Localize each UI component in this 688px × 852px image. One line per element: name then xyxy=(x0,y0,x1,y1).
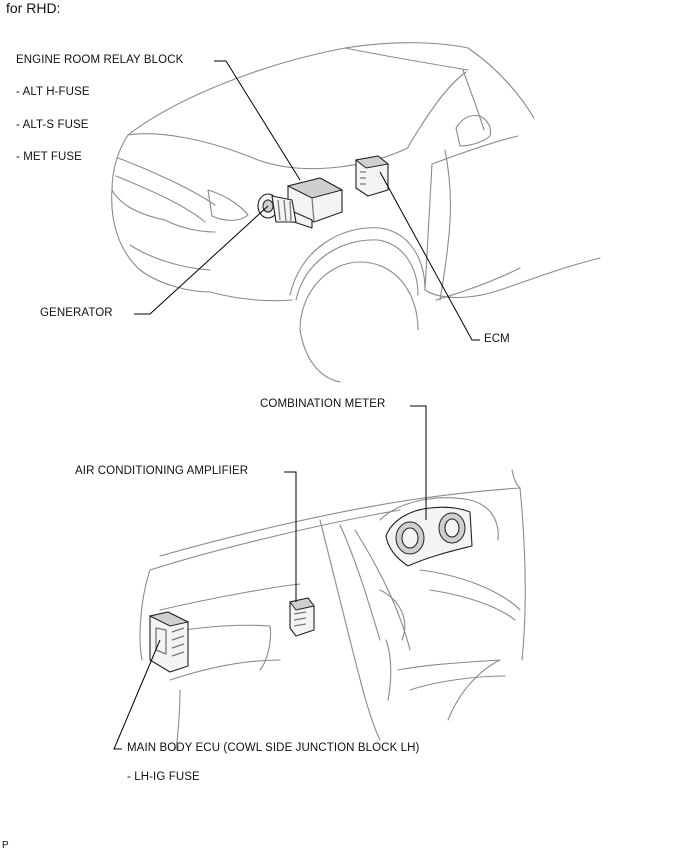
ecm-part xyxy=(354,155,390,197)
relay-block-label: ENGINE ROOM RELAY BLOCK xyxy=(16,54,184,66)
relay-block-leader xyxy=(214,60,301,181)
combination-meter-part xyxy=(385,506,473,567)
main-body-ecu-leader xyxy=(113,639,161,750)
relay-block-part xyxy=(286,177,344,229)
generator-label: GENERATOR xyxy=(40,307,113,319)
main-body-ecu-part xyxy=(148,611,190,673)
fuse-met-label: - MET FUSE xyxy=(16,151,82,163)
vehicle-body-outline xyxy=(111,42,601,383)
ac-amplifier-part xyxy=(289,597,315,637)
figure-code: P xyxy=(2,840,9,851)
combination-meter-leader xyxy=(410,405,427,520)
fuse-alt-s-label: - ALT-S FUSE xyxy=(16,119,89,131)
fuse-lh-ig-label: - LH-IG FUSE xyxy=(127,771,200,783)
main-body-ecu-label: MAIN BODY ECU (COWL SIDE JUNCTION BLOCK … xyxy=(127,742,420,754)
ecm-leader xyxy=(379,171,480,341)
fuse-alt-h-label: - ALT H-FUSE xyxy=(16,86,90,98)
ac-amplifier-leader xyxy=(284,471,297,602)
ecm-label: ECM xyxy=(484,333,510,345)
page-title: for RHD: xyxy=(6,0,61,16)
ac-amplifier-label: AIR CONDITIONING AMPLIFIER xyxy=(75,465,249,477)
combination-meter-label: COMBINATION METER xyxy=(260,398,386,410)
generator-leader xyxy=(134,205,269,315)
dashboard-outline xyxy=(139,469,526,751)
